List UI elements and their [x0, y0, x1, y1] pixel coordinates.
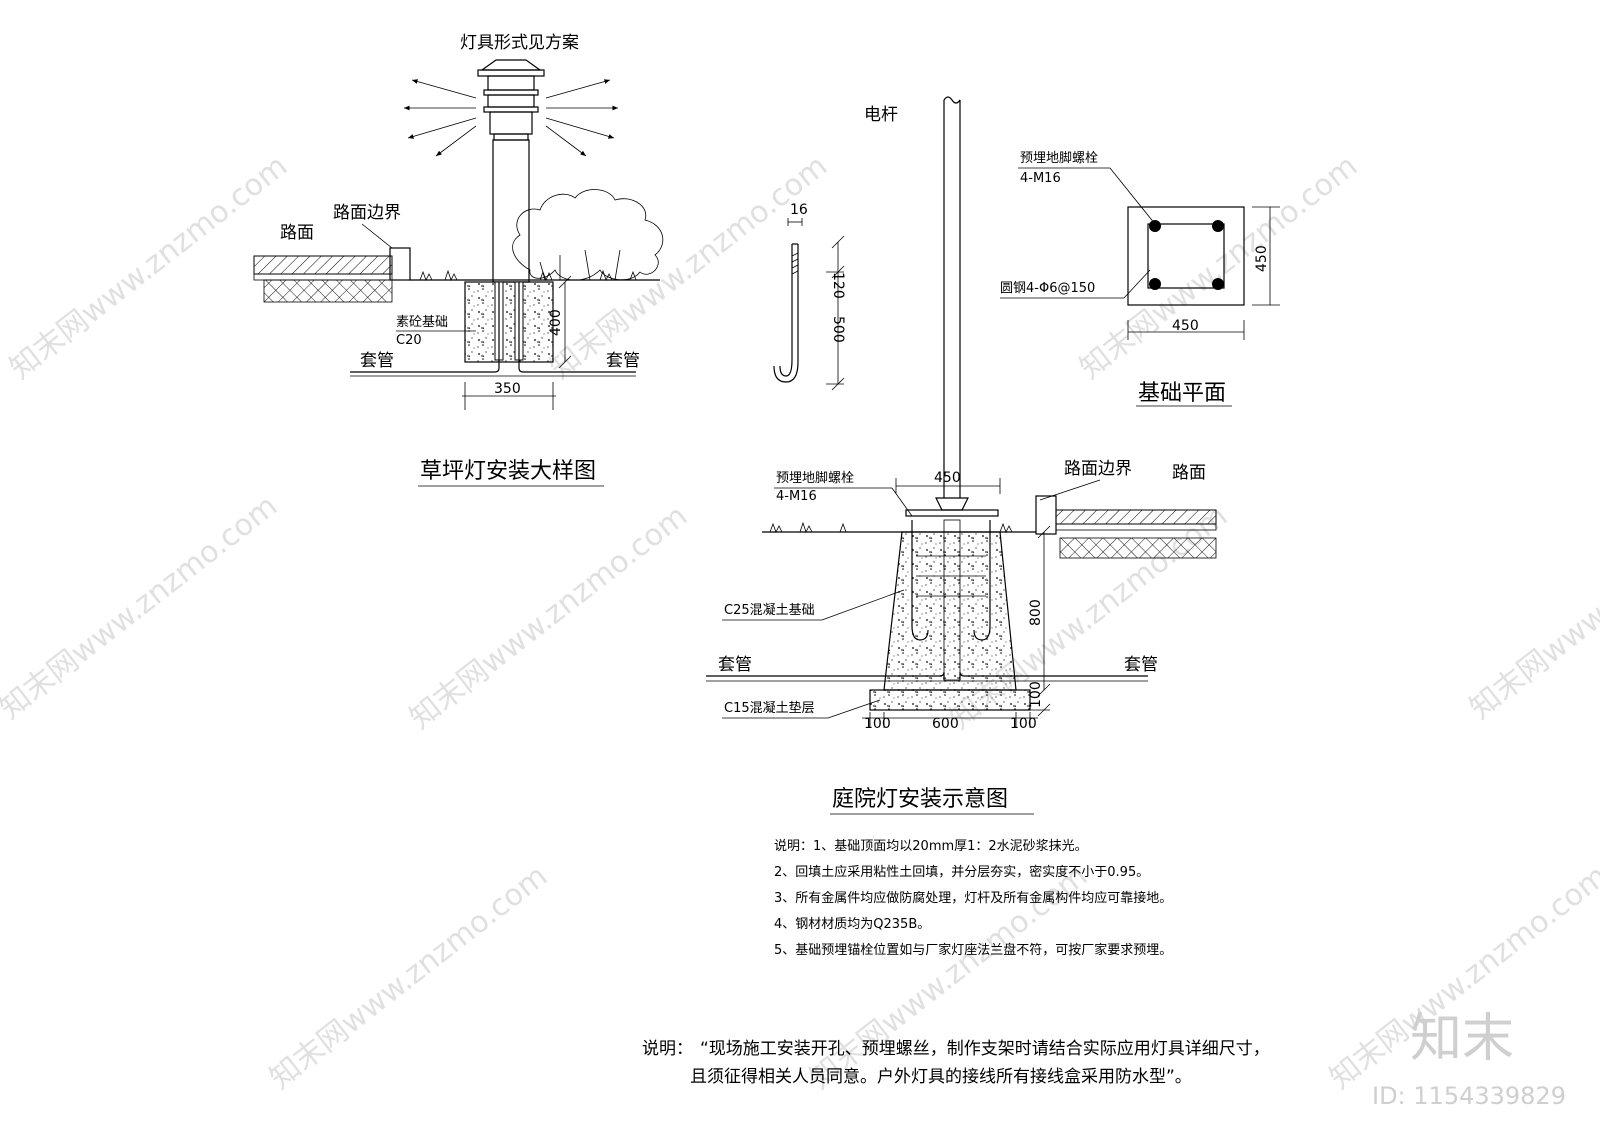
lawn-light-pole — [492, 139, 530, 283]
lawn-light-title: 草坪灯安装大样图 — [420, 459, 596, 484]
luminaire-label: 灯具形式见方案 — [460, 33, 579, 53]
garden-bottom-right-dim: 100 — [1010, 716, 1037, 732]
light-rays — [404, 79, 618, 157]
plan-width-dim: 450 — [1172, 318, 1199, 334]
plan-bolt-spec: 4-M16 — [1020, 171, 1061, 186]
garden-bottom-mid-dim: 600 — [932, 716, 959, 732]
garden-depth-dim: 800 — [1028, 599, 1044, 626]
watermark-text: 知末网www.znzmo.com — [3, 148, 294, 386]
plan-height-dim: 450 — [1254, 245, 1270, 272]
sleeve-left: 套管 — [360, 351, 394, 371]
garden-road-edge-label: 路面边界 — [1064, 459, 1132, 479]
foundation-label: 素砼基础 — [396, 315, 448, 330]
construction-notes: 说明：1、基础顶面均以20mm厚1：2水泥砂浆抹光。 2、回填土应采用粘性土回填… — [774, 839, 1172, 958]
garden-bolt-label: 预埋地脚螺栓 — [776, 470, 854, 486]
depth-dim: 400 — [548, 309, 564, 336]
road-section: 路面 路面边界 — [253, 203, 660, 303]
sleeve-right: 套管 — [606, 351, 640, 371]
garden-bottom-left-dim: 100 — [864, 716, 891, 732]
garden-road-label: 路面 — [1172, 463, 1206, 483]
note-item: 5、基础预埋锚栓位置如与厂家灯座法兰盘不符，可按厂家要求预埋。 — [774, 942, 1172, 958]
pole-label: 电杆 — [864, 105, 898, 125]
note-item: 2、回填土应采用粘性土回填，并分层夯实，密实度不小于0.95。 — [774, 864, 1149, 880]
garden-sleeve-right: 套管 — [1124, 655, 1158, 675]
bolt-length-dim: 500 — [830, 316, 846, 343]
garden-sleeve-left: 套管 — [718, 655, 752, 675]
watermark-text: 知末网www.znzmo.com — [543, 148, 834, 386]
width-dim: 350 — [494, 381, 521, 397]
garden-bed-label: C15混凝土垫层 — [724, 700, 815, 716]
lawn-light-detail: 灯具形式见方案 路面 — [253, 33, 664, 487]
garden-light-detail: 电杆 预埋地脚螺栓 4-M16 450 路面边界 路面 — [706, 96, 1217, 815]
road-label: 路面 — [280, 223, 314, 243]
concrete-grade: C20 — [396, 333, 422, 348]
road-edge-label: 路面边界 — [333, 203, 401, 223]
watermark-text: 知末网www.znzmo.com — [263, 858, 554, 1096]
garden-bolt-spec: 4-M16 — [776, 489, 817, 504]
note-item: 说明：1、基础顶面均以20mm厚1：2水泥砂浆抹光。 — [774, 839, 1088, 854]
note-item: 4、钢材材质均为Q235B。 — [774, 917, 930, 932]
rebar-label: 圆钢4-Φ6@150 — [1000, 281, 1095, 296]
bolt-hook-dim: 120 — [830, 272, 846, 299]
general-note-line1: “现场施工安装开孔、预埋螺丝，制作支架时请结合实际应用灯具详细尺寸， — [700, 1039, 1270, 1059]
watermark-text: 知末网www.znzmo.com — [403, 498, 694, 736]
garden-light-title: 庭院灯安装示意图 — [832, 787, 1008, 812]
note-item: 3、所有金属件均应做防腐处理，灯杆及所有金属构件均应可靠接地。 — [774, 890, 1172, 906]
general-note: 说明： “现场施工安装开孔、预埋螺丝，制作支架时请结合实际应用灯具详细尺寸， 且… — [642, 1039, 1270, 1087]
plan-title: 基础平面 — [1138, 381, 1226, 406]
watermark-text: 知末网www.znzmo.com — [1463, 488, 1600, 726]
shrub — [512, 189, 664, 281]
garden-top-width-dim: 450 — [934, 470, 961, 486]
brand-logo: 知末 — [1410, 1009, 1514, 1069]
watermark-text: 知末网www.znzmo.com — [1073, 148, 1364, 386]
garden-foundation-label: C25混凝土基础 — [724, 602, 815, 618]
brand-watermark: 知末 ID: 1154339829 — [1372, 1009, 1566, 1110]
garden-bed-dim: 100 — [1028, 681, 1044, 708]
foundation-plan: 预埋地脚螺栓 4-M16 圆钢4-Φ6@150 450 450 基础平面 — [1000, 150, 1280, 407]
general-note-prefix: 说明： — [642, 1039, 693, 1059]
bolt-diameter: 16 — [790, 202, 808, 218]
lawn-lamp-head — [477, 59, 545, 141]
lawn-foundation: 素砼基础 C20 套管 套管 400 350 — [350, 275, 640, 410]
general-note-line2: 且须征得相关人员同意。户外灯具的接线所有接线盒采用防水型”。 — [690, 1067, 1192, 1087]
watermark-text: 知末网www.znzmo.com — [0, 488, 284, 726]
plan-bolt-label: 预埋地脚螺栓 — [1020, 150, 1098, 166]
brand-id: ID: 1154339829 — [1372, 1082, 1566, 1110]
anchor-bolt-detail: 16 120 500 — [773, 202, 846, 391]
